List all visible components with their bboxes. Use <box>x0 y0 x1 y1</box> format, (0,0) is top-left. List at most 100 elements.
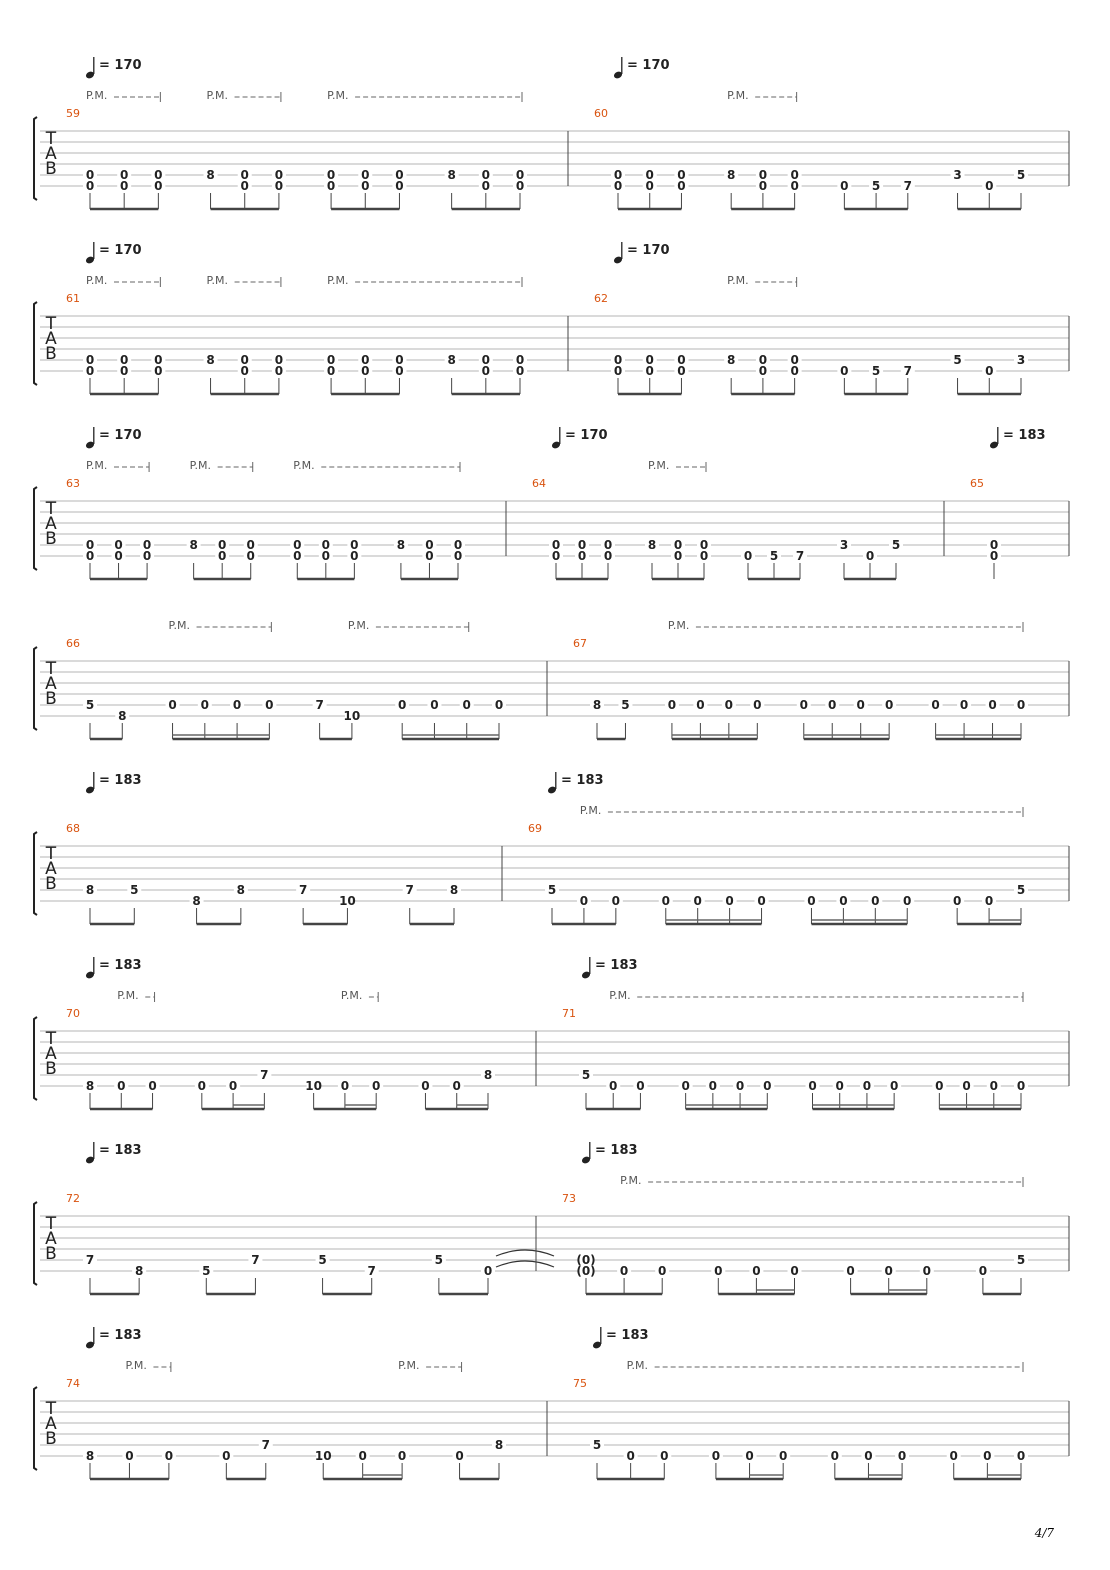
tempo-value: = 183 <box>99 1328 142 1343</box>
fret-number: 0 <box>201 698 209 712</box>
fret-number: 0 <box>86 364 94 378</box>
fret-number: 5 <box>548 883 556 897</box>
fret-bg <box>117 354 132 366</box>
fret-number: 5 <box>1017 883 1025 897</box>
fret-number: 0 <box>218 538 226 552</box>
fret-number: 0 <box>694 894 702 908</box>
fret-number: 0 <box>482 364 490 378</box>
fret-bg <box>237 365 252 377</box>
fret-number: 8 <box>237 883 245 897</box>
quarter-note-icon <box>85 71 95 79</box>
fret-number: 0 <box>677 168 685 182</box>
measure-number: 72 <box>66 1192 80 1205</box>
fret-number: 0 <box>1017 698 1025 712</box>
fret-bg <box>165 699 180 711</box>
fret-bg <box>151 354 166 366</box>
fret-bg <box>364 1265 379 1277</box>
fret-bg <box>492 1439 506 1451</box>
fret-number: 0 <box>674 538 682 552</box>
fret-bg <box>358 354 373 366</box>
fret-number: 0 <box>950 1449 958 1463</box>
fret-number: 0 <box>668 698 676 712</box>
fret-number: 0 <box>425 549 433 563</box>
tab-clef-letter: B <box>45 344 57 364</box>
fret-bg <box>117 365 132 377</box>
fret-number: 7 <box>251 1253 259 1267</box>
fret-bg <box>340 895 355 907</box>
fret-bg <box>237 169 252 181</box>
fret-bg <box>575 539 589 551</box>
fret-number: 0 <box>86 168 94 182</box>
fret-bg <box>324 180 339 192</box>
fret-number: 0 <box>482 179 490 193</box>
fret-bg <box>671 539 685 551</box>
fret-bg <box>316 1450 331 1462</box>
tempo-value: = 170 <box>99 428 142 443</box>
fret-bg <box>721 699 736 711</box>
fret-number: 8 <box>727 168 735 182</box>
fret-number: 5 <box>130 883 138 897</box>
fret-number: 0 <box>759 168 767 182</box>
fret-number: 0 <box>516 353 524 367</box>
fret-bg <box>194 1080 209 1092</box>
fret-number: 5 <box>593 1438 601 1452</box>
fret-number: 0 <box>725 698 733 712</box>
fret-number: 0 <box>646 353 654 367</box>
fret-number: 0 <box>453 1079 461 1093</box>
fret-bg <box>887 1080 902 1092</box>
fret-number: 0 <box>275 168 283 182</box>
fret-bg <box>793 550 807 562</box>
fret-bg <box>590 699 604 711</box>
fret-bg <box>601 539 615 551</box>
fret-bg <box>837 539 851 551</box>
tempo-value: = 183 <box>99 1143 142 1158</box>
fret-bg <box>451 550 465 562</box>
quarter-note-icon <box>85 441 95 449</box>
fret-number: 0 <box>985 894 993 908</box>
fret-bg <box>117 169 132 181</box>
fret-number: 0 <box>790 168 798 182</box>
fret-bg <box>869 365 884 377</box>
fret-bg <box>83 1080 97 1092</box>
fret-number: 0 <box>696 698 704 712</box>
fret-number: 0 <box>293 549 301 563</box>
staff-brace <box>33 116 38 201</box>
fret-bg <box>355 1450 370 1462</box>
fret-bg <box>980 1450 995 1462</box>
fret-number: 0 <box>454 538 462 552</box>
palm-mute-label: P.M. <box>348 619 369 632</box>
palm-mute-label: P.M. <box>190 459 211 472</box>
tab-clef-letter: T <box>45 659 57 679</box>
fret-number: 0 <box>455 1449 463 1463</box>
fret-bg <box>722 895 737 907</box>
fret-number: 0 <box>983 1449 991 1463</box>
quarter-note-icon <box>581 971 591 979</box>
fret-bg <box>642 365 657 377</box>
fret-bg <box>83 1450 97 1462</box>
measure-number: 71 <box>562 1007 576 1020</box>
fret-number: 0 <box>745 1449 753 1463</box>
palm-mute-label: P.M. <box>207 274 228 287</box>
fret-bg <box>402 884 417 896</box>
fret-bg <box>787 169 802 181</box>
fret-bg <box>344 710 359 722</box>
fret-bg <box>271 354 286 366</box>
fret-bg <box>237 180 252 192</box>
tab-clef-letter: T <box>45 314 57 334</box>
fret-bg <box>671 550 685 562</box>
quarter-note-icon <box>592 1341 602 1349</box>
fret-bg <box>950 169 965 181</box>
fret-number: 0 <box>578 538 586 552</box>
fret-bg <box>697 539 711 551</box>
fret-bg <box>369 1080 384 1092</box>
fret-number: 0 <box>341 1079 349 1093</box>
fret-bg <box>859 1080 874 1092</box>
fret-bg <box>678 1080 693 1092</box>
fret-number: 0 <box>114 538 122 552</box>
fret-number: 8 <box>447 353 455 367</box>
fret-number: 5 <box>202 1264 210 1278</box>
fret-number: 0 <box>790 353 798 367</box>
palm-mute-label: P.M. <box>169 619 190 632</box>
fret-number: 0 <box>327 353 335 367</box>
palm-mute-label: P.M. <box>125 1359 146 1372</box>
